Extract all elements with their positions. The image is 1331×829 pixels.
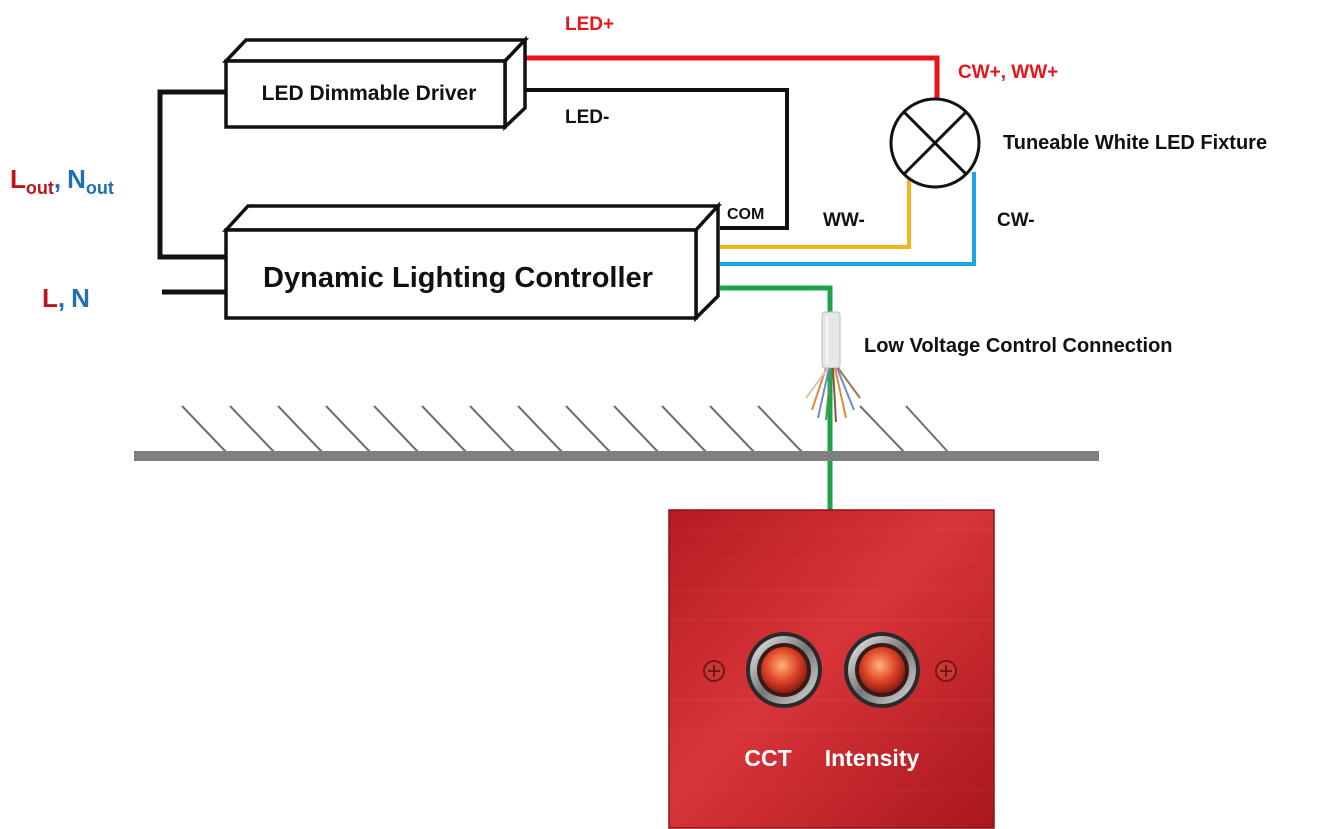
- lout-nout-label: Lout,Nout: [10, 164, 114, 198]
- control-wire: [720, 285, 833, 510]
- cw-minus-wire: [720, 172, 976, 266]
- cw-minus-label: CW-: [997, 210, 1035, 231]
- ln-comma: ,: [58, 283, 65, 313]
- lout-sub: out: [26, 178, 54, 198]
- intensity-button-label: Intensity: [825, 745, 920, 771]
- lout-main: L: [10, 164, 26, 194]
- driver-label: LED Dimmable Driver: [262, 82, 477, 105]
- right-screw-icon: [935, 660, 957, 682]
- cable-icon: [805, 311, 861, 423]
- fixture-label: Tuneable White LED Fixture: [1003, 132, 1267, 154]
- lout-nout-wire: [157, 89, 226, 260]
- led-plus-label: LED+: [565, 14, 614, 35]
- cw-ww-plus-label: CW+, WW+: [958, 62, 1058, 83]
- led-minus-wire: [507, 88, 789, 230]
- led-minus-label: LED-: [565, 107, 609, 128]
- com-label: COM: [727, 206, 764, 223]
- ww-minus-wire: [720, 178, 911, 249]
- led-plus-wire: [522, 55, 940, 100]
- led-driver-box: [221, 35, 530, 132]
- fixture-symbol-icon: [889, 97, 981, 189]
- ceiling-line: [134, 451, 1099, 461]
- ceiling-hatch: [181, 405, 949, 453]
- cct-button-label: CCT: [744, 745, 791, 771]
- controller-label: Dynamic Lighting Controller: [263, 262, 653, 294]
- lout-comma: ,: [54, 164, 61, 194]
- intensity-button[interactable]: [844, 632, 920, 708]
- left-screw-icon: [703, 660, 725, 682]
- cct-button[interactable]: [746, 632, 822, 708]
- n-in: N: [71, 283, 90, 313]
- ww-minus-label: WW-: [823, 210, 865, 231]
- l-in: L: [42, 283, 58, 313]
- controller-box: [222, 201, 722, 323]
- ln-input-label: L,N: [42, 283, 90, 313]
- nout-sub: out: [86, 178, 114, 198]
- nout-main: N: [67, 164, 86, 194]
- control-connection-label: Low Voltage Control Connection: [864, 335, 1173, 357]
